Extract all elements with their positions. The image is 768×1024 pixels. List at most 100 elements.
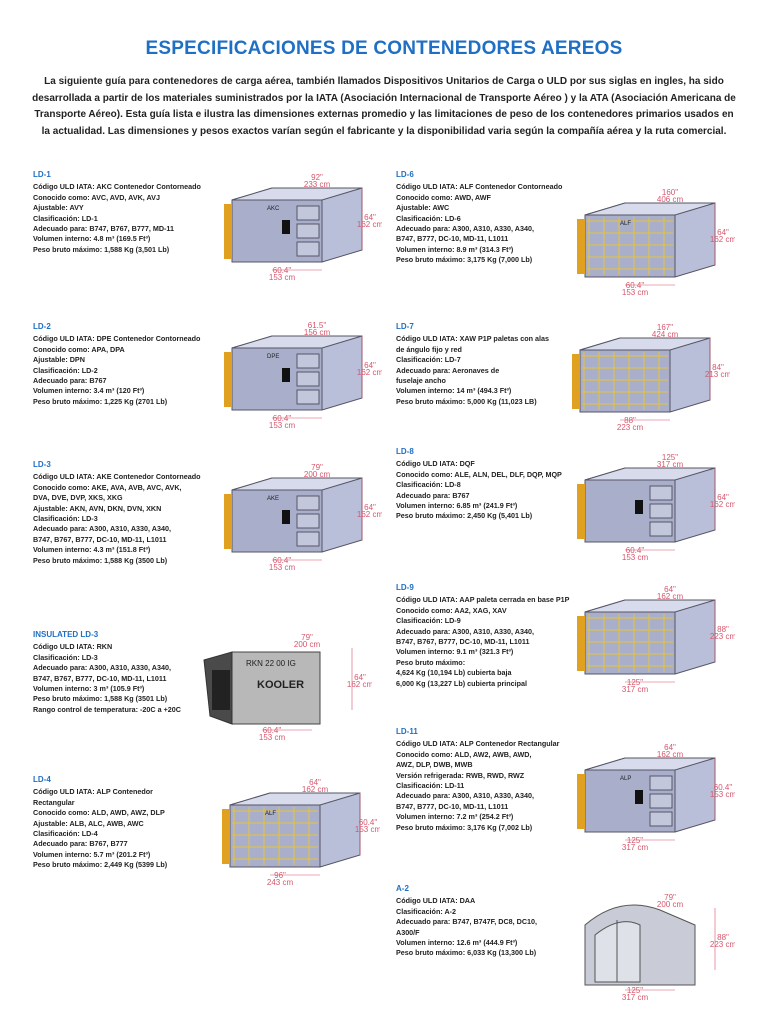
spec-line: Conocido como: AVC, AVD, AVK, AVJ [33, 192, 160, 202]
spec-line: Conocido como: ALD, AW2, AWB, AWD, [396, 749, 532, 759]
dimension-label: 92" [311, 173, 323, 182]
dimension-label: 60.4" [273, 556, 292, 565]
dimension-label: 60.4" [273, 266, 292, 275]
dimension-label: 200 cm [304, 470, 331, 479]
unit-tag-label: AKE [267, 496, 279, 502]
dimension-label: 200 cm [657, 900, 684, 909]
spec-line: Versión refrigerada: RWB, RWD, RWZ [396, 770, 525, 780]
dimension-label: 162 cm [347, 680, 372, 689]
dimension-label: 60.4" [626, 281, 645, 290]
dimension-label: 88" [717, 933, 729, 942]
spec-line: Clasificación: LD-11 [396, 781, 465, 791]
dimension-label: 60.4" [359, 818, 378, 827]
dimension-label: 223 cm [710, 940, 735, 949]
dimension-label: 64" [354, 673, 366, 682]
dimension-label: 153 cm [622, 288, 649, 295]
spec-line: Clasificación: LD-4 [33, 829, 98, 839]
spec-line: Adecuado para: Aeronaves de [396, 365, 500, 375]
spec-line: Adecuado para: B747, B767, B777, MD-11 [33, 224, 175, 234]
spec-line: Volumen interno: 4.8 m³ (169.5 Ft³) [33, 234, 151, 244]
dimension-label: 79" [301, 633, 313, 642]
dimension-label: 64" [717, 228, 729, 237]
spec-line: Código ULD IATA: ALP Contenedor [33, 787, 153, 797]
dimension-label: 153 cm [269, 563, 296, 570]
dimension-label: 162 cm [710, 235, 735, 244]
dimension-label: 60.4" [714, 783, 733, 792]
dimension-label: 233 cm [304, 180, 331, 189]
spec-line: Peso bruto máximo: 1,588 Kg (3,501 Lb) [33, 244, 170, 254]
container-name: LD-3 [33, 460, 51, 469]
dimension-label: 64" [664, 743, 676, 752]
unit-tag-label: ALF [265, 811, 276, 817]
dimension-label: 162 cm [302, 785, 329, 794]
spec-line: Código ULD IATA: ALF Contenedor Contorne… [396, 182, 563, 192]
container-name: LD-9 [396, 583, 414, 592]
spec-line: Adecuado para: B767, B777 [33, 839, 128, 849]
spec-line: Peso bruto máximo: [396, 657, 466, 667]
dimension-label: 60.4" [263, 726, 282, 735]
spec-line: Clasificación: A-2 [396, 906, 457, 916]
dimension-label: 96" [274, 871, 286, 880]
dimension-label: 64" [364, 503, 376, 512]
spec-line: Código ULD IATA: ALP Contenedor Rectangu… [396, 739, 560, 749]
spec-line: Peso bruto máximo: 2,450 Kg (5,401 Lb) [396, 511, 533, 521]
spec-line: Conocido como: ALE, ALN, DEL, DLF, DQP, … [396, 469, 562, 479]
spec-line: Conocido como: APA, DPA [33, 344, 125, 354]
spec-line: Peso bruto máximo: 6,033 Kg (13,300 Lb) [396, 948, 537, 958]
spec-line: Volumen interno: 5.7 m³ (201.2 Ft³) [33, 849, 151, 859]
spec-line: Conocido como: ALD, AWD, AWZ, DLP [33, 808, 165, 818]
spec-line: Código ULD IATA: AKC Contenedor Contorne… [33, 182, 201, 192]
dimension-label: 167" [657, 323, 673, 332]
spec-line: Clasificación: LD-3 [33, 652, 98, 662]
dimension-label: 406 cm [657, 195, 684, 204]
spec-line: Clasificación: LD-8 [396, 480, 461, 490]
dimension-label: 125" [662, 453, 678, 462]
dimension-label: 88" [624, 416, 636, 425]
spec-line: Código ULD IATA: DAA [396, 896, 476, 906]
dimension-label: 162 cm [357, 368, 382, 377]
dimension-label: 153 cm [622, 553, 649, 560]
spec-line: Código ULD IATA: AAP paleta cerrada en b… [396, 595, 570, 605]
spec-line: Ajustable: ALB, ALC, AWB, AWC [33, 818, 144, 828]
spec-line: Volumen interno: 7.2 m³ (254.2 Ft³) [396, 812, 514, 822]
dimension-label: 223 cm [617, 423, 644, 430]
spec-line: Peso bruto máximo: 1,225 Kg (2701 Lb) [33, 396, 168, 406]
spec-line: AWZ, DLP, DWB, MWB [396, 760, 473, 770]
dimension-label: 61.5" [308, 321, 327, 330]
spec-line: Peso bruto máximo: 3,175 Kg (7,000 Lb) [396, 255, 533, 265]
spec-line: Volumen interno: 6.85 m³ (241.9 Ft³) [396, 501, 518, 511]
dimension-label: 156 cm [304, 328, 331, 337]
spec-line: Adecuado para: B767 [33, 376, 107, 386]
spec-line: B747, B767, B777, DC-10, MD-11, L1011 [396, 637, 530, 647]
spec-line: Código ULD IATA: RKN [33, 642, 113, 652]
dimension-label: 64" [364, 213, 376, 222]
dimension-label: 153 cm [259, 733, 286, 740]
spec-line: Código ULD IATA: XAW P1P paletas con ala… [396, 334, 549, 344]
container-name: A-2 [396, 884, 409, 893]
dimension-label: 60.4" [626, 546, 645, 555]
spec-line: Clasificación: LD-2 [33, 365, 98, 375]
spec-line: Clasificación: LD-1 [33, 213, 98, 223]
spec-line: Adecuado para: A300, A310, A330, A340, [33, 663, 171, 673]
dimension-label: 213 cm [705, 370, 730, 379]
unit-tag-label: DPE [267, 354, 279, 360]
dimension-label: 88" [717, 625, 729, 634]
dimension-label: 153 cm [710, 790, 735, 799]
